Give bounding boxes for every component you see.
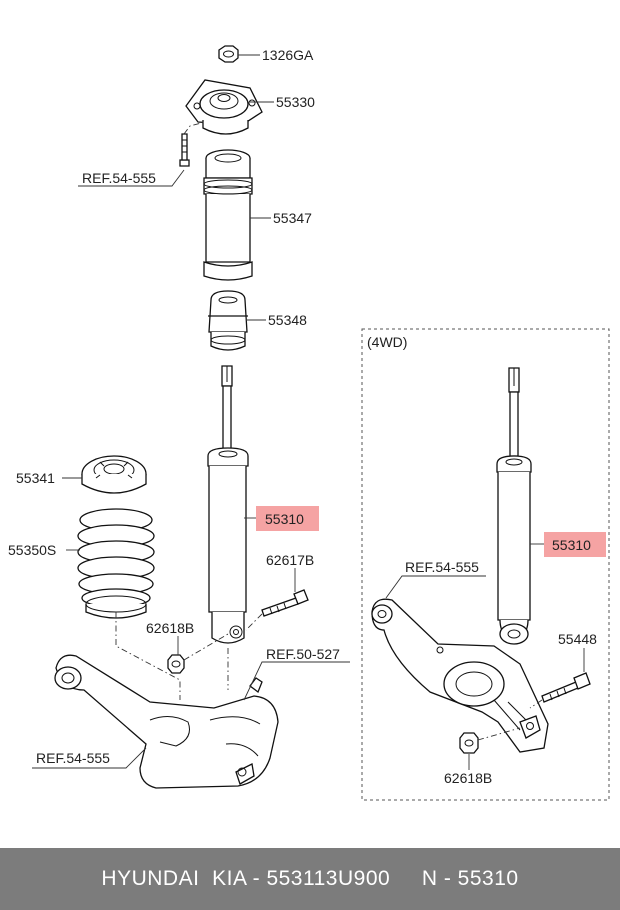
label-55348: 55348 <box>268 312 307 328</box>
label-55310-right: 55310 <box>552 537 591 553</box>
parts-diagram: 1326GA 55330 REF.54-555 55347 <box>8 45 610 801</box>
label-55347: 55347 <box>273 210 312 226</box>
spring-pad <box>81 455 147 494</box>
label-55448: 55448 <box>558 631 597 647</box>
bump-stopper <box>208 290 248 351</box>
nut-4wd <box>459 732 479 754</box>
strut-mount <box>185 79 263 135</box>
label-62617B: 62617B <box>266 552 314 568</box>
lower-arm-4wd <box>371 598 549 753</box>
label-ref-50-527: REF.50-527 <box>266 646 340 662</box>
label-ref-54-555-4wd: REF.54-555 <box>405 559 479 575</box>
label-1326GA: 1326GA <box>262 47 314 63</box>
trailing-arm-assembly <box>54 654 279 789</box>
dust-cover <box>203 149 253 281</box>
awd-box <box>361 328 610 801</box>
label-55310-left: 55310 <box>265 511 304 527</box>
label-62618B-left: 62618B <box>146 620 194 636</box>
highlight-55310-right <box>544 532 606 557</box>
label-ref-54-555-top: REF.54-555 <box>82 170 156 186</box>
awd-box-title: (4WD) <box>367 334 407 350</box>
label-ref-54-555-left: REF.54-555 <box>36 750 110 766</box>
coil-spring <box>77 508 155 619</box>
lower-nut <box>167 654 185 674</box>
footer-text: HYUNDAI KIA - 553113U900 N - 55310 <box>101 867 519 890</box>
label-62618B-4wd: 62618B <box>444 770 492 786</box>
label-55341: 55341 <box>16 470 55 486</box>
shock-absorber-left <box>207 365 249 644</box>
top-nut <box>218 45 239 63</box>
lower-bolt <box>261 589 309 617</box>
label-55350S: 55350S <box>8 542 56 558</box>
highlight-55310-left <box>256 506 319 531</box>
label-55330: 55330 <box>276 94 315 110</box>
bolt-55448 <box>541 672 591 703</box>
mount-bolt <box>179 133 190 167</box>
shock-absorber-right <box>496 367 532 645</box>
footer-bar: HYUNDAI KIA - 553113U900 N - 55310 <box>0 848 620 910</box>
